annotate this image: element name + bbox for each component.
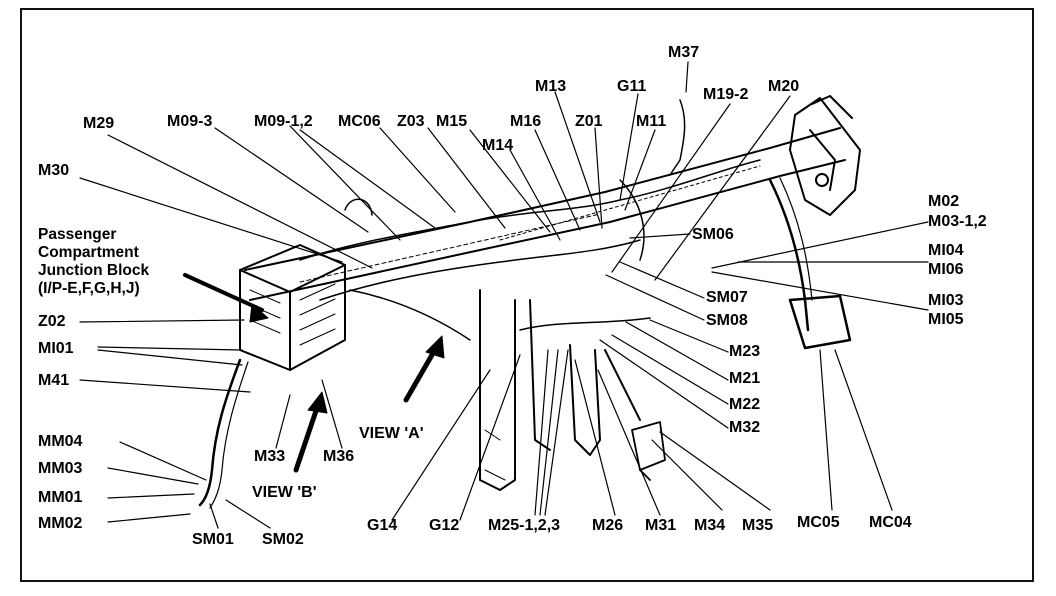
label-z01: Z01	[575, 113, 603, 130]
label-m15: M15	[436, 113, 468, 130]
label-mi06: MI06	[928, 261, 964, 278]
label-sm01: SM01	[192, 531, 234, 548]
label-m26: M26	[592, 517, 624, 534]
diagram-frame	[20, 8, 1034, 582]
label-mm03: MM03	[38, 460, 83, 477]
label-m36: M36	[323, 448, 355, 465]
label-m29: M29	[83, 115, 115, 132]
center-support	[479, 289, 551, 491]
label-m30: M30	[38, 162, 70, 179]
label-mi01: MI01	[38, 340, 74, 357]
label-sm06: SM06	[692, 226, 734, 243]
label-g11: G11	[617, 78, 647, 95]
junction-block-label-line1: Passenger	[38, 226, 117, 243]
label-z03: Z03	[397, 113, 425, 130]
lower-support	[569, 344, 641, 456]
label-mc04: MC04	[869, 514, 912, 531]
label-m20: M20	[768, 78, 800, 95]
leader-lines	[79, 61, 929, 529]
label-sm07: SM07	[706, 289, 748, 306]
junction-block-label-line3: Junction Block	[38, 262, 150, 279]
label-view-a: VIEW 'A'	[359, 425, 424, 442]
label-mc06: MC06	[338, 113, 381, 130]
label-m22: M22	[729, 396, 761, 413]
right-harness-drop	[768, 177, 852, 350]
junction-block-label: Passenger Compartment Junction Block (I/…	[38, 226, 149, 298]
view-arrows	[249, 303, 445, 473]
cross-car-beam	[244, 127, 846, 301]
label-g14: G14	[367, 517, 398, 534]
label-m09-1-2: M09-1,2	[254, 113, 313, 130]
label-m02: M02	[928, 193, 960, 210]
main-harness	[299, 99, 761, 341]
label-sm08: SM08	[706, 312, 748, 329]
label-m32: M32	[729, 419, 761, 436]
label-view-b: VIEW 'B'	[252, 484, 317, 501]
label-mi04: MI04	[928, 242, 964, 259]
label-m35: M35	[742, 517, 774, 534]
label-g12: G12	[429, 517, 460, 534]
label-m19-2: M19-2	[703, 86, 749, 103]
label-mm01: MM01	[38, 489, 83, 506]
label-mm04: MM04	[38, 433, 83, 450]
label-m16: M16	[510, 113, 542, 130]
label-m21: M21	[729, 370, 761, 387]
label-m34: M34	[694, 517, 726, 534]
label-mi03: MI03	[928, 292, 964, 309]
label-m11: M11	[636, 113, 667, 130]
label-m25-1-2-3: M25-1,2,3	[488, 517, 561, 534]
label-m13: M13	[535, 78, 567, 95]
label-m09-3: M09-3	[167, 113, 213, 130]
label-m37: M37	[668, 44, 700, 61]
label-m33: M33	[254, 448, 286, 465]
right-end-bracket	[789, 95, 861, 216]
label-m14: M14	[482, 137, 514, 154]
label-z02: Z02	[38, 313, 66, 330]
label-mc05: MC05	[797, 514, 840, 531]
junction-block-label-line4: (I/P-E,F,G,H,J)	[38, 280, 140, 297]
label-mm02: MM02	[38, 515, 83, 532]
bottom-module	[631, 421, 666, 481]
label-sm02: SM02	[262, 531, 304, 548]
label-m23: M23	[729, 343, 761, 360]
label-m03-1-2: M03-1,2	[928, 213, 987, 230]
label-m31: M31	[645, 517, 677, 534]
label-m41: M41	[38, 372, 70, 389]
label-mi05: MI05	[928, 311, 964, 328]
junction-block-label-line2: Compartment	[38, 244, 139, 261]
left-harness-drop	[198, 358, 249, 509]
